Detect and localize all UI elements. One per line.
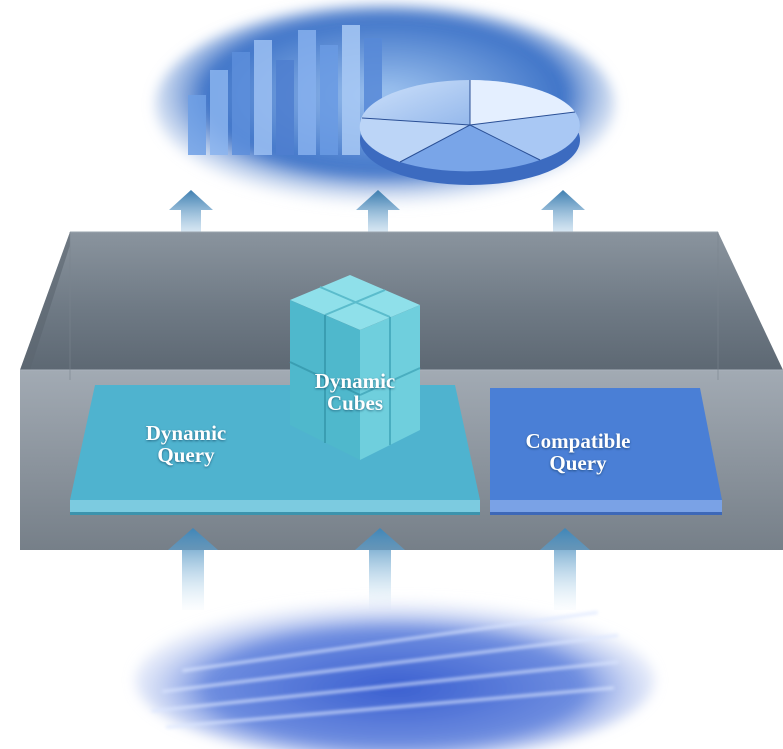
lower-arrows [168,528,590,610]
upper-arrows [169,190,585,240]
compatible-query-line2: Query [549,451,607,475]
up-arrow-icon [168,528,218,610]
dynamic-cubes-label: Dynamic Cubes [288,370,422,414]
binary-digits-graphic [151,610,619,729]
up-arrow-icon [355,528,405,610]
dynamic-query-line2: Query [157,443,215,467]
pie-chart-graphic [359,80,580,185]
dynamic-query-label: Dynamic Query [112,422,260,466]
compatible-query-block [490,388,722,515]
up-arrow-icon [541,190,585,240]
dynamic-cubes-line1: Dynamic [314,369,396,393]
binary-data-image [135,600,655,749]
compatible-query-line1: Compatible [525,429,631,453]
reporting-charts-image [155,5,615,205]
up-arrow-icon [169,190,213,240]
cube-icon [289,275,421,460]
up-arrow-icon [540,528,590,610]
compatible-query-label: Compatible Query [490,430,666,474]
dynamic-cubes-line2: Cubes [326,391,384,415]
dynamic-query-line1: Dynamic [145,421,227,445]
up-arrow-icon [356,190,400,240]
